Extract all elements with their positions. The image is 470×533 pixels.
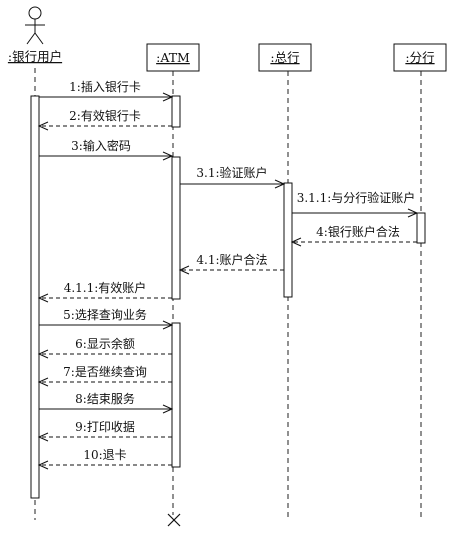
- message-4-1: 4.1:账户合法: [178, 252, 284, 275]
- stick-figure-icon: [25, 6, 45, 45]
- message-label: 4.1:账户合法: [196, 252, 267, 267]
- object-box-branch: [393, 43, 447, 72]
- message-6: 6:显示余额: [37, 336, 172, 359]
- message-label: 6:显示余额: [75, 336, 135, 351]
- participant-label-branch: :分行: [405, 50, 434, 65]
- destroy-x-icon: [167, 513, 181, 527]
- object-hq: :总行: [258, 43, 312, 72]
- object-branch: :分行: [393, 43, 447, 72]
- message-7: 7:是否继续查询: [37, 365, 172, 387]
- message-label: 2:有效银行卡: [69, 108, 141, 123]
- participant-label-atm: :ATM: [156, 50, 190, 65]
- message-label: 3.1:验证账户: [196, 165, 267, 180]
- message-5: 5:选择查询业务: [39, 307, 174, 330]
- message-label: 4:银行账户合法: [316, 224, 400, 239]
- participant-label-hq: :总行: [270, 50, 299, 65]
- message-label: 7:是否继续查询: [63, 365, 147, 379]
- message-3-1-1: 3.1.1:与分行验证账户: [292, 190, 419, 218]
- message-label: 8:结束服务: [75, 391, 135, 406]
- message-label: 9:打印收据: [75, 420, 135, 434]
- message-1: 1:插入银行卡: [39, 80, 174, 102]
- activation-branch: [416, 212, 426, 244]
- activation-user: [30, 95, 40, 499]
- message-10: 10:退卡: [37, 448, 172, 470]
- message-4-1-1: 4.1.1:有效账户: [37, 280, 172, 303]
- object-atm: :ATM: [146, 43, 200, 72]
- message-2: 2:有效银行卡: [37, 108, 172, 131]
- actor-user: :银行用户: [8, 6, 62, 64]
- activation-atm-2: [171, 156, 181, 300]
- message-label: 3:输入密码: [71, 138, 131, 153]
- activation-hq: [283, 182, 293, 298]
- message-3-1: 3.1:验证账户: [180, 165, 286, 189]
- object-box-hq: [258, 43, 312, 72]
- object-box-atm: [146, 43, 200, 72]
- activation-atm-1: [171, 95, 181, 128]
- message-label: 10:退卡: [83, 448, 126, 462]
- message-9: 9:打印收据: [37, 420, 172, 442]
- message-3: 3:输入密码: [39, 138, 174, 161]
- message-label: 1:插入银行卡: [69, 80, 141, 94]
- message-label: 4.1.1:有效账户: [64, 280, 147, 295]
- activation-atm-3: [171, 322, 181, 468]
- message-8: 8:结束服务: [39, 391, 174, 414]
- message-label: 5:选择查询业务: [63, 307, 147, 322]
- message-label: 3.1.1:与分行验证账户: [297, 190, 416, 205]
- participant-label-user: :银行用户: [8, 49, 62, 64]
- message-4: 4:银行账户合法: [290, 224, 417, 247]
